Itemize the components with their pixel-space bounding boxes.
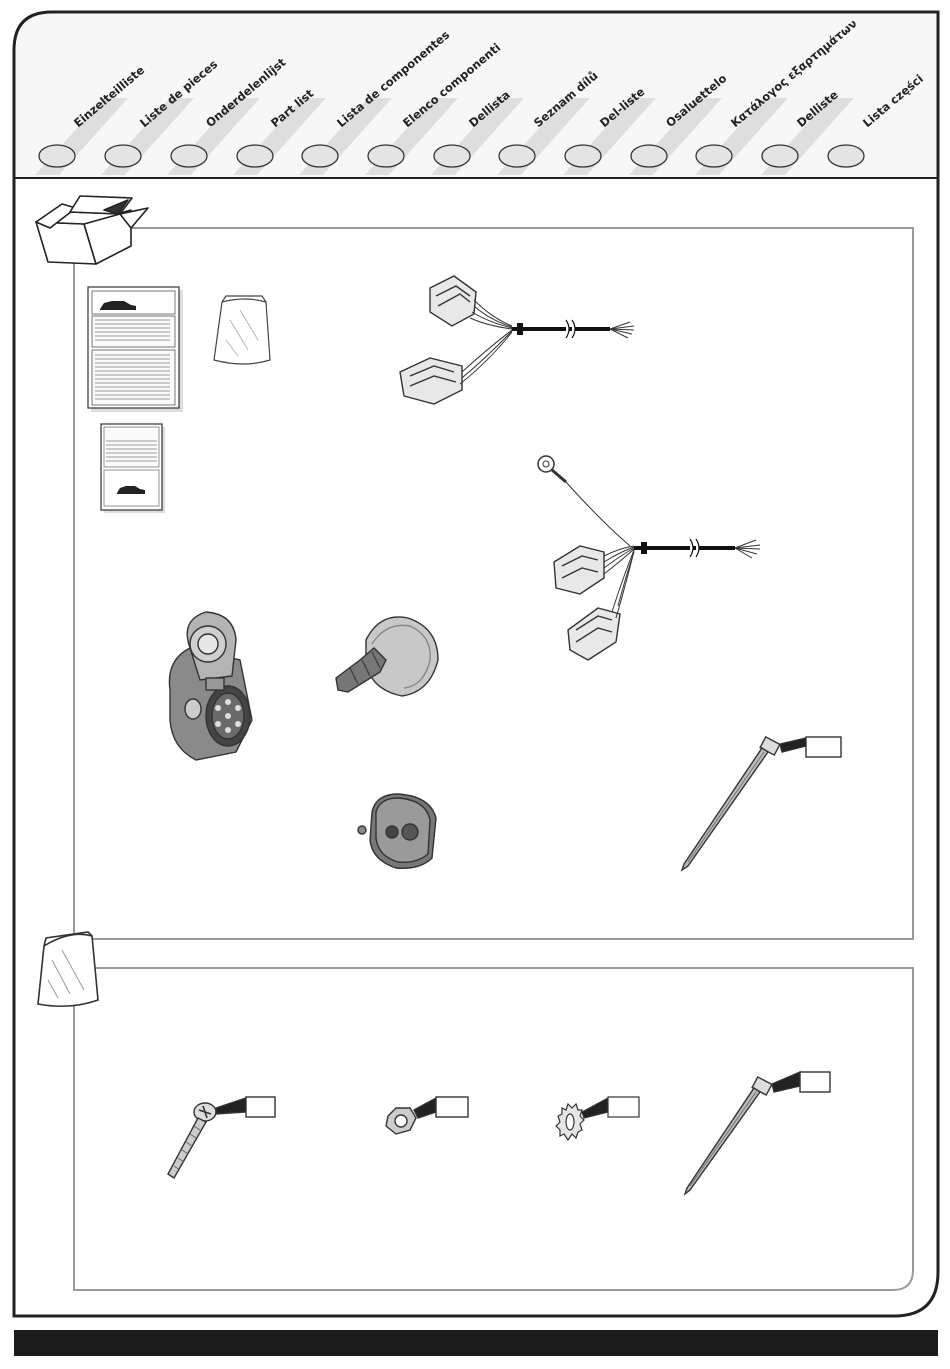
footer-bar: [14, 1330, 938, 1356]
plastic-bag: [214, 296, 270, 364]
language-circle: [171, 145, 207, 167]
language-circle: [434, 145, 470, 167]
instruction-booklet: [88, 287, 183, 412]
quantity-box: [246, 1097, 275, 1117]
box-contents-panel: [74, 228, 913, 939]
language-circle: [237, 145, 273, 167]
instruction-sheet: [101, 424, 165, 513]
language-circle: [39, 145, 75, 167]
quantity-box: [608, 1097, 639, 1117]
language-circle: [828, 145, 864, 167]
quantity-box: [436, 1097, 468, 1117]
quantity-box: [800, 1072, 830, 1092]
quantity-box: [806, 737, 841, 757]
language-circle: [105, 145, 141, 167]
language-circle: [368, 145, 404, 167]
language-circle: [762, 145, 798, 167]
language-circle: [302, 145, 338, 167]
language-circle: [565, 145, 601, 167]
language-circle: [696, 145, 732, 167]
language-circle: [499, 145, 535, 167]
language-circle: [631, 145, 667, 167]
